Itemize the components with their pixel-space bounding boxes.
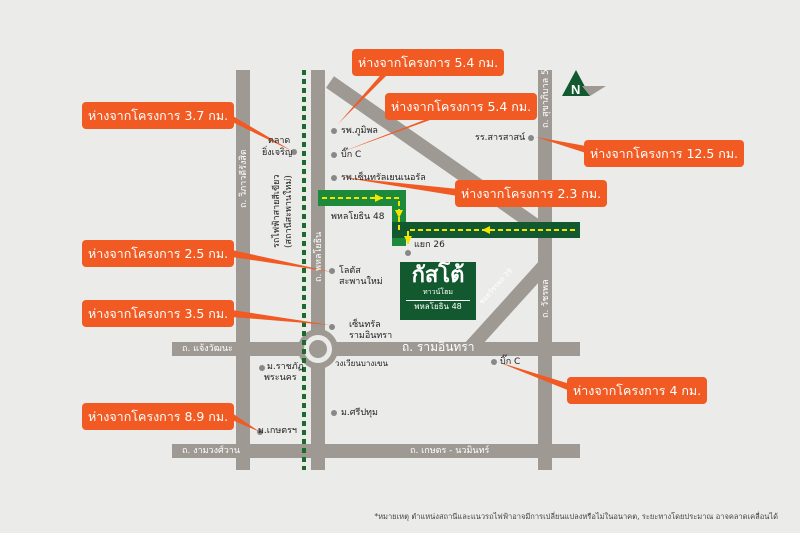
dot-rajabhat [259, 365, 265, 371]
road-ngamwongwan [172, 444, 580, 458]
leader-c1 [338, 70, 392, 124]
poi-dots [257, 128, 534, 435]
label-chaengwattana: ถ. แจ้งวัฒนะ [182, 344, 233, 354]
label-central-2: รามอินทรา [349, 331, 393, 341]
distance-callout-bigc: ห่างจากโครงการ 5.4 กม. [385, 93, 538, 120]
label-soi26: แยก 26 [414, 240, 445, 250]
road-vibhavadi [236, 70, 250, 470]
route-arrow-4 [404, 236, 412, 244]
label-bigc-2: บิ๊ก C [500, 357, 521, 367]
leader-c3 [226, 112, 292, 151]
label-phahonyothin: ถ. พหลโยธิน [314, 231, 324, 282]
label-watcharaphon: ถ. วัชรพล [541, 279, 551, 318]
road-ramintra [172, 342, 580, 356]
roundabout-inner [309, 340, 327, 358]
label-ramintra: ถ. รามอินทรา [402, 340, 475, 354]
distance-callout-kaset: ห่างจากโครงการ 8.9 กม. [82, 403, 235, 430]
route-from-phahon [322, 197, 400, 230]
label-rajabhat-1: ม.ราชภัฏ [267, 362, 304, 372]
leader-c8 [498, 362, 570, 391]
dot-central-general [331, 175, 337, 181]
leader-c6 [232, 250, 332, 272]
distance-callout-market: ห่างจากโครงการ 3.7 กม. [82, 102, 235, 129]
distance-callout-bhumibol: ห่างจากโครงการ 5.4 กม. [352, 49, 505, 76]
dot-central-ramintra [329, 324, 335, 330]
diagonal-road-north [325, 76, 550, 238]
north-letter: N [571, 82, 580, 97]
distance-callout-bigc-watcharaphon: ห่างจากโครงการ 4 กม. [567, 377, 708, 404]
label-sripatum: ม.ศรีปทุม [341, 408, 378, 418]
label-ngamwongwan: ถ. งามวงศ์วาน [182, 446, 240, 456]
dot-bigc2 [491, 359, 497, 365]
dot-sripatum [331, 410, 337, 416]
dot-kaset [257, 429, 263, 435]
dot-soi26 [405, 250, 411, 256]
leader-c7 [232, 310, 330, 325]
road-sukhaphiban5 [538, 70, 552, 470]
label-lotus-2: สะพานใหม่ [339, 277, 383, 287]
dot-bhumibol [331, 128, 337, 134]
label-market-2: ยิ่งเจริญ [262, 148, 293, 158]
logo-location: พหลโยธิน 48 [406, 300, 470, 313]
distance-callout-lotus: ห่างจากโครงการ 2.5 กม. [82, 240, 235, 267]
label-kaset: ม.เกษตรฯ [258, 426, 297, 436]
label-market-1: ตลาด [268, 136, 291, 146]
label-school: รร.สารสาสน์ [475, 133, 526, 143]
footnote: *หมายเหตุ ตำแหน่งสถานีและแนวรถไฟฟ้าอาจมี… [374, 512, 778, 521]
label-roundabout: วงเวียนบางเขน [335, 359, 388, 368]
label-phahon48: พหลโยธิน 48 [331, 212, 385, 222]
label-vibhavadi: ถ. วิภาวดีรังสิต [239, 149, 249, 208]
distance-callout-central-ramintra: ห่างจากโครงการ 3.5 กม. [82, 300, 235, 327]
logo-sub: ทาวน์โฮม [423, 288, 453, 296]
distance-callout-school: ห่างจากโครงการ 12.5 กม. [584, 140, 745, 167]
label-central-general: รพ.เซ็นทรัลเยนเนอรัล [341, 173, 426, 183]
route-arrow-2 [395, 210, 403, 218]
callout-leaders [226, 70, 586, 432]
dot-lotus [329, 268, 335, 274]
road-phahonyothin [311, 70, 325, 470]
label-skytrain-1: รถไฟฟ้าสายสีเขียว [272, 174, 282, 248]
distance-callout-central-general: ห่างจากโครงการ 2.3 กม. [455, 180, 608, 207]
leader-c4 [536, 137, 586, 153]
label-lotus-1: โลตัส [339, 266, 361, 276]
dot-school [528, 135, 534, 141]
soi-watcharaphon-road [462, 260, 551, 355]
leader-c2 [339, 112, 452, 153]
leader-c5 [340, 177, 458, 196]
label-kaset-nawamin: ถ. เกษตร - นวมินทร์ [410, 446, 490, 456]
dot-market [291, 149, 297, 155]
route-arrow-3 [482, 226, 490, 234]
north-arrow-icon: N [562, 70, 606, 97]
label-sukhaphiban5: ถ. สุขาภิบาล 5 [541, 69, 551, 128]
leader-c9 [232, 413, 260, 432]
label-central-1: เซ็นทรัล [349, 320, 381, 330]
route-arrow-1 [375, 194, 383, 202]
logo-name: กัสโต้ [411, 263, 465, 288]
project-logo: กัสโต้ ทาวน์โฮม พหลโยธิน 48 [400, 262, 476, 320]
label-rajabhat-2: พระนคร [264, 373, 297, 383]
label-skytrain-2: (สถานีสะพานใหม่) [284, 175, 294, 248]
dot-bigc1 [331, 152, 337, 158]
label-bigc-1: บิ๊ก C [341, 150, 362, 160]
label-bhumibol: รพ.ภูมิพล [341, 126, 378, 136]
